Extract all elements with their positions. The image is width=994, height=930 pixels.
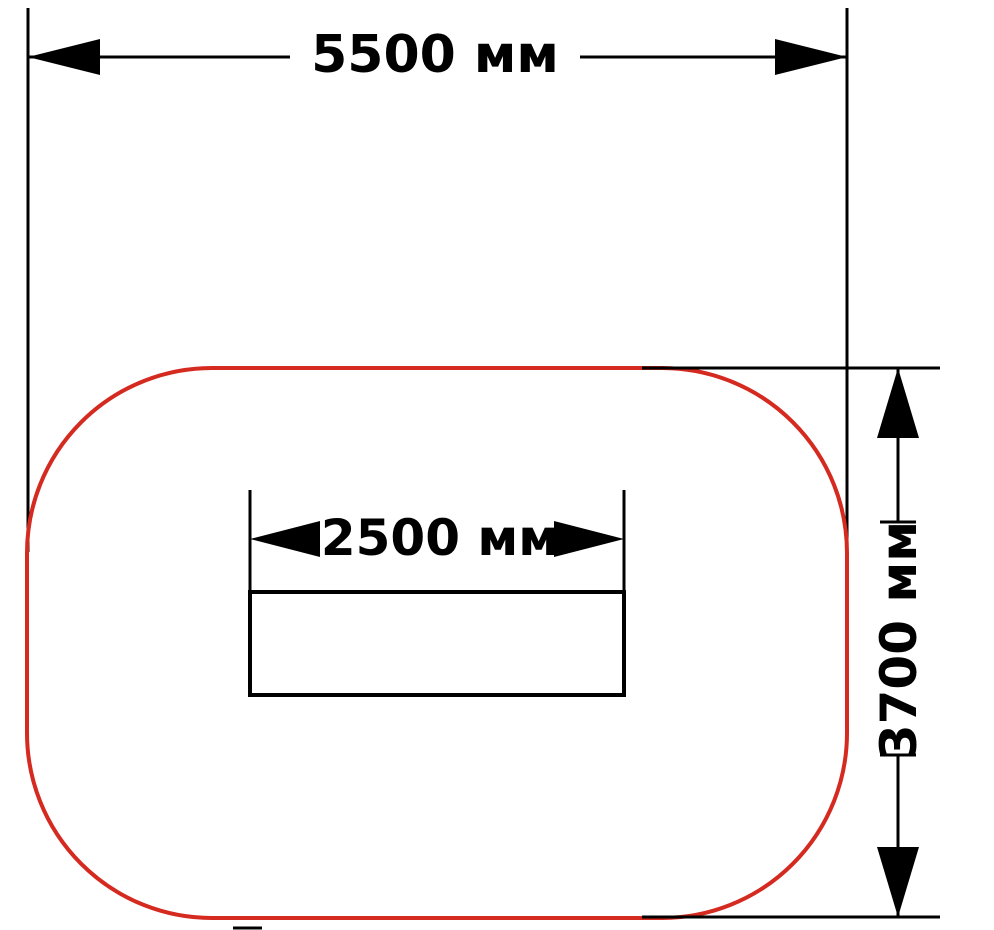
inner-element-rect [248, 590, 626, 697]
inner-left-arrowhead [250, 521, 320, 557]
right-arrowhead [775, 39, 847, 75]
inner-width-label: 2500 мм [321, 509, 559, 567]
overall-height-label: 3700 мм [870, 521, 928, 759]
left-arrowhead [28, 39, 100, 75]
bottom-arrowhead [877, 847, 919, 917]
inner-right-arrowhead [554, 521, 624, 557]
overall-width-dimension: 5500 мм [26, 8, 849, 552]
platform-outline [25, 366, 849, 920]
top-arrowhead [877, 368, 919, 438]
overall-width-label: 5500 мм [311, 25, 559, 85]
inner-element-dimension: 2500 мм [248, 490, 626, 592]
overall-height-dimension: 3700 мм [642, 366, 940, 919]
